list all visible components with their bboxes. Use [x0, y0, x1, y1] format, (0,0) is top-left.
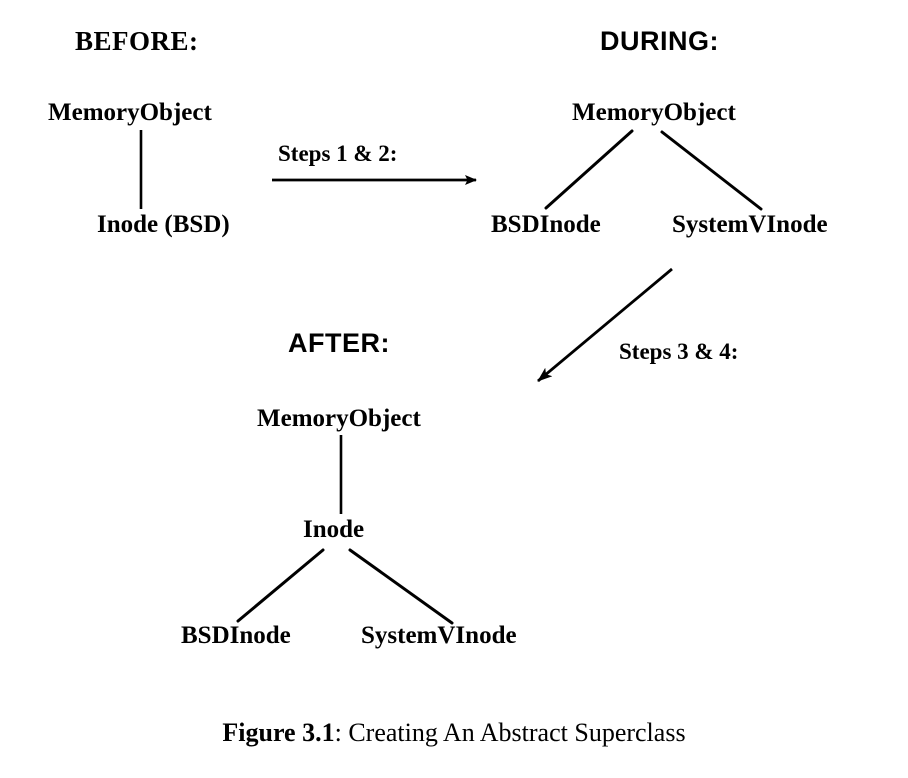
node-during-memoryobject: MemoryObject — [572, 99, 736, 126]
arrow-label-steps-3-4: Steps 3 & 4: — [619, 339, 739, 364]
section-heading-before: BEFORE: — [75, 26, 199, 56]
edge-during-root-to-bsdinode — [544, 129, 634, 210]
node-before-memoryobject: MemoryObject — [48, 99, 212, 126]
figure-caption-label: Figure 3.1 — [222, 718, 335, 747]
edge-during-root-to-systemvinode — [660, 130, 763, 211]
node-during-bsdinode: BSDInode — [491, 211, 601, 238]
node-after-systemvinode: SystemVInode — [361, 622, 517, 649]
node-during-systemvinode: SystemVInode — [672, 211, 828, 238]
node-after-bsdinode: BSDInode — [181, 622, 291, 649]
node-after-memoryobject: MemoryObject — [257, 405, 421, 432]
figure-caption-text: Creating An Abstract Superclass — [348, 718, 686, 747]
node-after-inode: Inode — [303, 516, 365, 543]
section-heading-during: DURING: — [600, 26, 719, 56]
section-heading-after: AFTER: — [288, 328, 390, 358]
arrow-steps-3-4 — [537, 267, 673, 383]
figure-caption-separator: : — [334, 718, 342, 747]
figure-caption: Figure 3.1: Creating An Abstract Supercl… — [0, 718, 908, 748]
node-before-inode-bsd: Inode (BSD) — [97, 211, 230, 238]
edge-after-inode-to-bsdinode — [236, 548, 325, 623]
edge-after-inode-to-systemvinode — [348, 548, 454, 625]
arrow-label-steps-1-2: Steps 1 & 2: — [278, 141, 398, 166]
